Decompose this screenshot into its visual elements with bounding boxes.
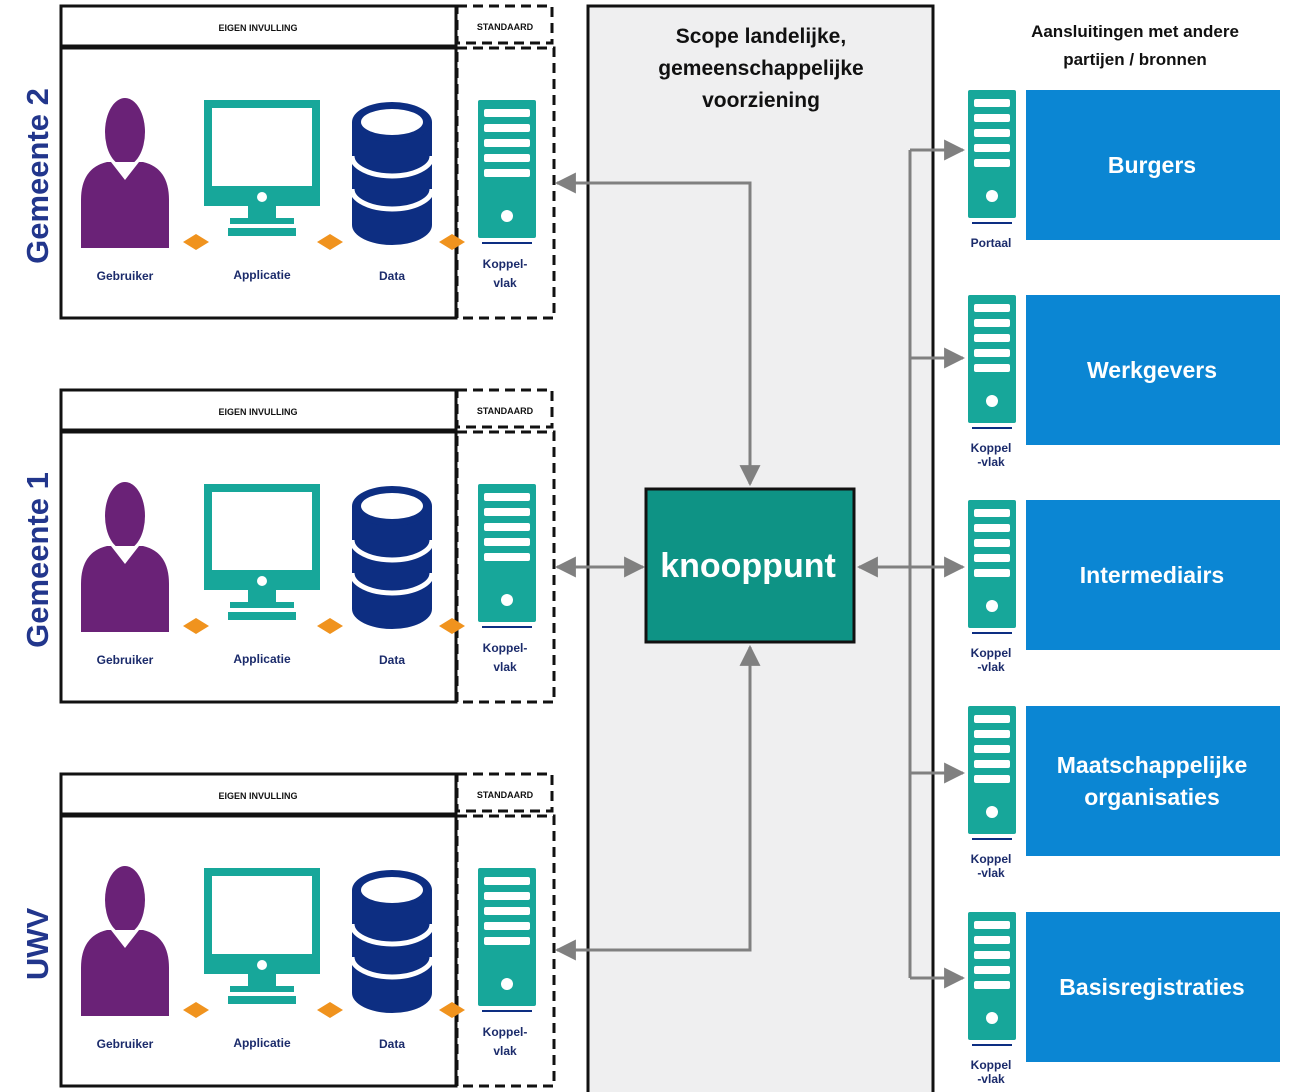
data-icon: [349, 870, 435, 1013]
application-icon: [204, 484, 320, 620]
user-label: Gebruiker: [97, 269, 154, 283]
own-header-box: [59, 772, 458, 816]
org-block-3: EIGEN INVULLING STANDAARD Gebruiker Applica…: [20, 772, 556, 1088]
party-box: [1026, 90, 1280, 240]
interface-label-line-2: vlak: [493, 276, 517, 290]
party-box: [1026, 706, 1280, 856]
party-interface-label-line-1: Portaal: [971, 236, 1012, 250]
user-icon: [81, 482, 169, 632]
standard-body-box: [455, 814, 556, 1088]
application-icon: [204, 868, 320, 1004]
standard-header-label: STANDAARD: [477, 406, 534, 416]
interface-label-line-1: Koppel-: [483, 1025, 528, 1039]
arrow-uwv-knooppunt: [554, 644, 761, 961]
party-label-line-1: Intermediairs: [1080, 562, 1224, 588]
interface-server-icon: [478, 100, 536, 244]
data-icon: [349, 102, 435, 245]
interface-server-icon: [478, 484, 536, 628]
user-icon: [81, 866, 169, 1016]
party-interface-label-line-2: -vlak: [977, 866, 1005, 880]
party-label-line-1: Basisregistraties: [1059, 974, 1244, 1000]
connector-diamond: [317, 234, 343, 250]
own-header-box: [59, 4, 458, 48]
party-server-icon: [968, 90, 1016, 224]
standard-header-box: [455, 388, 554, 429]
data-icon: [349, 486, 435, 629]
user-label: Gebruiker: [97, 653, 154, 667]
own-header-label: EIGEN INVULLING: [218, 407, 297, 417]
connector-diamond: [439, 1002, 465, 1018]
data-label: Data: [379, 269, 405, 283]
party-label-line-1: Maatschappelijke: [1057, 752, 1247, 778]
data-label: Data: [379, 1037, 405, 1051]
user-label: Gebruiker: [97, 1037, 154, 1051]
party-interface-label-line-1: Koppel: [971, 1058, 1012, 1072]
org-block-2: EIGEN INVULLING STANDAARD Gebruiker Applica…: [20, 388, 556, 704]
party-interface-label-line-1: Koppel: [971, 441, 1012, 455]
party-box: [1026, 912, 1280, 1062]
org-name: Gemeente 1: [20, 472, 55, 648]
party-server-icon: [968, 295, 1016, 429]
user-icon: [81, 98, 169, 248]
application-icon: [204, 100, 320, 236]
own-header-label: EIGEN INVULLING: [218, 23, 297, 33]
knooppunt-label: knooppunt: [660, 547, 836, 585]
application-label: Applicatie: [233, 268, 291, 282]
party-interface-label-line-1: Koppel: [971, 852, 1012, 866]
org-block-1: EIGEN INVULLING STANDAARD Gebruiker Applica…: [20, 4, 556, 320]
party-interface-label-line-2: -vlak: [977, 455, 1005, 469]
standard-header-box: [455, 4, 554, 45]
data-label: Data: [379, 653, 405, 667]
party-label-line-2: organisaties: [1084, 784, 1220, 810]
connector-diamond: [439, 618, 465, 634]
interface-label-line-1: Koppel-: [483, 257, 528, 271]
standard-header-box: [455, 772, 554, 813]
org-name: Gemeente 2: [20, 88, 55, 264]
interface-label-line-2: vlak: [493, 1044, 517, 1058]
connector-diamond: [317, 618, 343, 634]
party-interface-label-line-2: -vlak: [977, 1072, 1005, 1086]
interface-server-icon: [478, 868, 536, 1012]
application-label: Applicatie: [233, 652, 291, 666]
standard-body-box: [455, 430, 556, 704]
application-label: Applicatie: [233, 1036, 291, 1050]
own-header-box: [59, 388, 458, 432]
connector-diamond: [183, 1002, 209, 1018]
scope-title-line-2: gemeenschappelijke: [658, 57, 863, 80]
org-name: UWV: [20, 908, 55, 981]
standard-body-box: [455, 46, 556, 320]
party-server-icon: [968, 706, 1016, 840]
party-box: [1026, 500, 1280, 650]
connections-title-line-1: Aansluitingen met andere: [1031, 22, 1239, 41]
party-interface-label-line-2: -vlak: [977, 660, 1005, 674]
party-server-icon: [968, 912, 1016, 1046]
interface-label-line-2: vlak: [493, 660, 517, 674]
interface-label-line-1: Koppel-: [483, 641, 528, 655]
arrow-gemeente2-knooppunt: [554, 172, 761, 487]
party-box: [1026, 295, 1280, 445]
party-server-icon: [968, 500, 1016, 634]
party-label-line-1: Burgers: [1108, 152, 1196, 178]
standard-header-label: STANDAARD: [477, 22, 534, 32]
standard-header-label: STANDAARD: [477, 790, 534, 800]
connector-diamond: [439, 234, 465, 250]
own-header-label: EIGEN INVULLING: [218, 791, 297, 801]
connector-diamond: [183, 234, 209, 250]
scope-title-line-1: Scope landelijke,: [676, 25, 846, 48]
connector-diamond: [183, 618, 209, 634]
knooppunt-hub: [644, 487, 856, 644]
connector-diamond: [317, 1002, 343, 1018]
connections-title-line-2: partijen / bronnen: [1063, 50, 1207, 69]
party-label-line-1: Werkgevers: [1087, 357, 1217, 383]
party-interface-label-line-1: Koppel: [971, 646, 1012, 660]
scope-title-line-3: voorziening: [702, 89, 820, 112]
